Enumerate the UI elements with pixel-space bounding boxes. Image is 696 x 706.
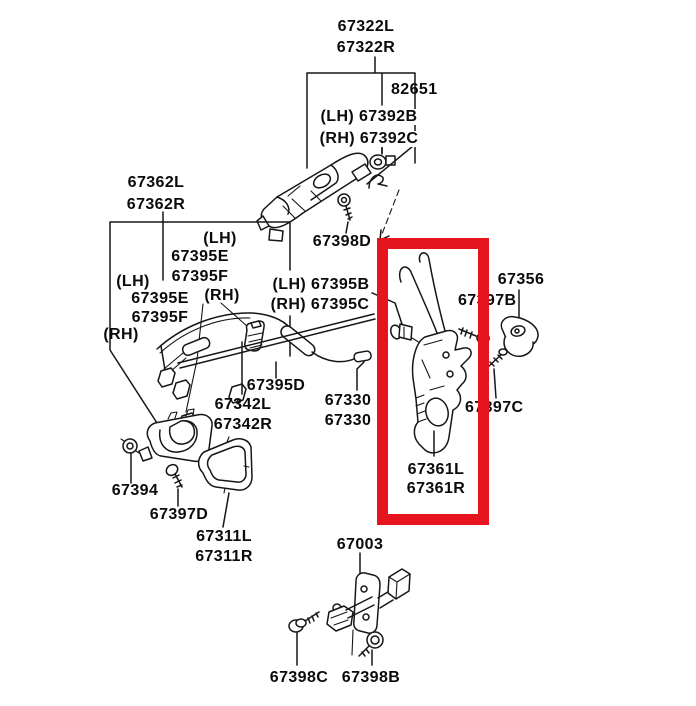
part-label-67395d: 67395D — [246, 377, 306, 394]
part-label-67361-l: 67361L — [407, 461, 465, 478]
striker-drawing — [500, 289, 539, 357]
part-label-67395e-lower: 67395E — [131, 290, 189, 307]
part-label-67322-r: 67322R — [336, 39, 396, 56]
part-label-67356: 67356 — [497, 271, 545, 288]
part-label-rh-upper: (RH) — [204, 287, 240, 304]
bolt-67398b-drawing — [358, 631, 384, 666]
part-label-67342-r: 67342R — [213, 416, 273, 433]
part-label-67311-l: 67311L — [196, 528, 252, 545]
part-label-67003: 67003 — [336, 536, 384, 553]
part-label-67330-a: 67330 — [324, 392, 372, 409]
part-label-67395c: (RH) 67395C — [268, 296, 372, 313]
part-label-67397d: 67397D — [149, 506, 209, 523]
screw-67397d-drawing — [165, 463, 183, 507]
part-label-67311-r: 67311R — [195, 548, 253, 565]
cable-drawings — [156, 312, 376, 369]
bolt-67397c-drawing — [487, 348, 508, 399]
part-label-67361-r: 67361R — [406, 480, 466, 497]
inner-assembly-bracket — [109, 211, 291, 438]
part-label-67395b: (LH) 67395B — [270, 276, 372, 293]
dashed-pointer — [379, 189, 400, 241]
part-label-67398d: 67398D — [312, 233, 372, 250]
part-label-67322-l: 67322L — [337, 18, 395, 35]
bolt-67398c-drawing — [288, 611, 320, 666]
part-label-82651: 82651 — [391, 81, 438, 98]
part-label-lh-lower: (LH) — [116, 273, 150, 290]
part-label-67362-r: 67362R — [126, 196, 186, 213]
part-label-67392b: (LH) 67392B — [318, 108, 420, 125]
part-label-67395f-lower: 67395F — [131, 309, 189, 326]
bezel-drawing — [197, 436, 253, 528]
inner-handle-drawing — [138, 408, 213, 463]
key-cylinder-drawing — [366, 142, 414, 189]
screw-67398d-drawing — [337, 193, 353, 234]
door-latch-drawing — [389, 252, 472, 457]
part-label-67342-l: 67342L — [214, 396, 272, 413]
highlight-box — [377, 238, 489, 525]
nut-67394-drawing — [120, 438, 140, 484]
part-label-lh-upper: (LH) — [203, 230, 237, 247]
part-label-67394: 67394 — [111, 482, 159, 499]
part-label-67392c: (RH) 67392C — [317, 130, 421, 147]
part-label-67398b: 67398B — [341, 669, 401, 686]
outer-door-handle-drawing — [256, 152, 372, 242]
part-label-rh-lower: (RH) — [103, 326, 139, 343]
part-label-67398c: 67398C — [269, 669, 329, 686]
door-check-drawing — [326, 552, 411, 656]
part-label-67395e-upper: 67395E — [171, 248, 229, 265]
part-label-67330-b: 67330 — [324, 412, 372, 429]
part-label-67362-l: 67362L — [127, 174, 185, 191]
part-label-67395f-upper: 67395F — [171, 268, 229, 285]
